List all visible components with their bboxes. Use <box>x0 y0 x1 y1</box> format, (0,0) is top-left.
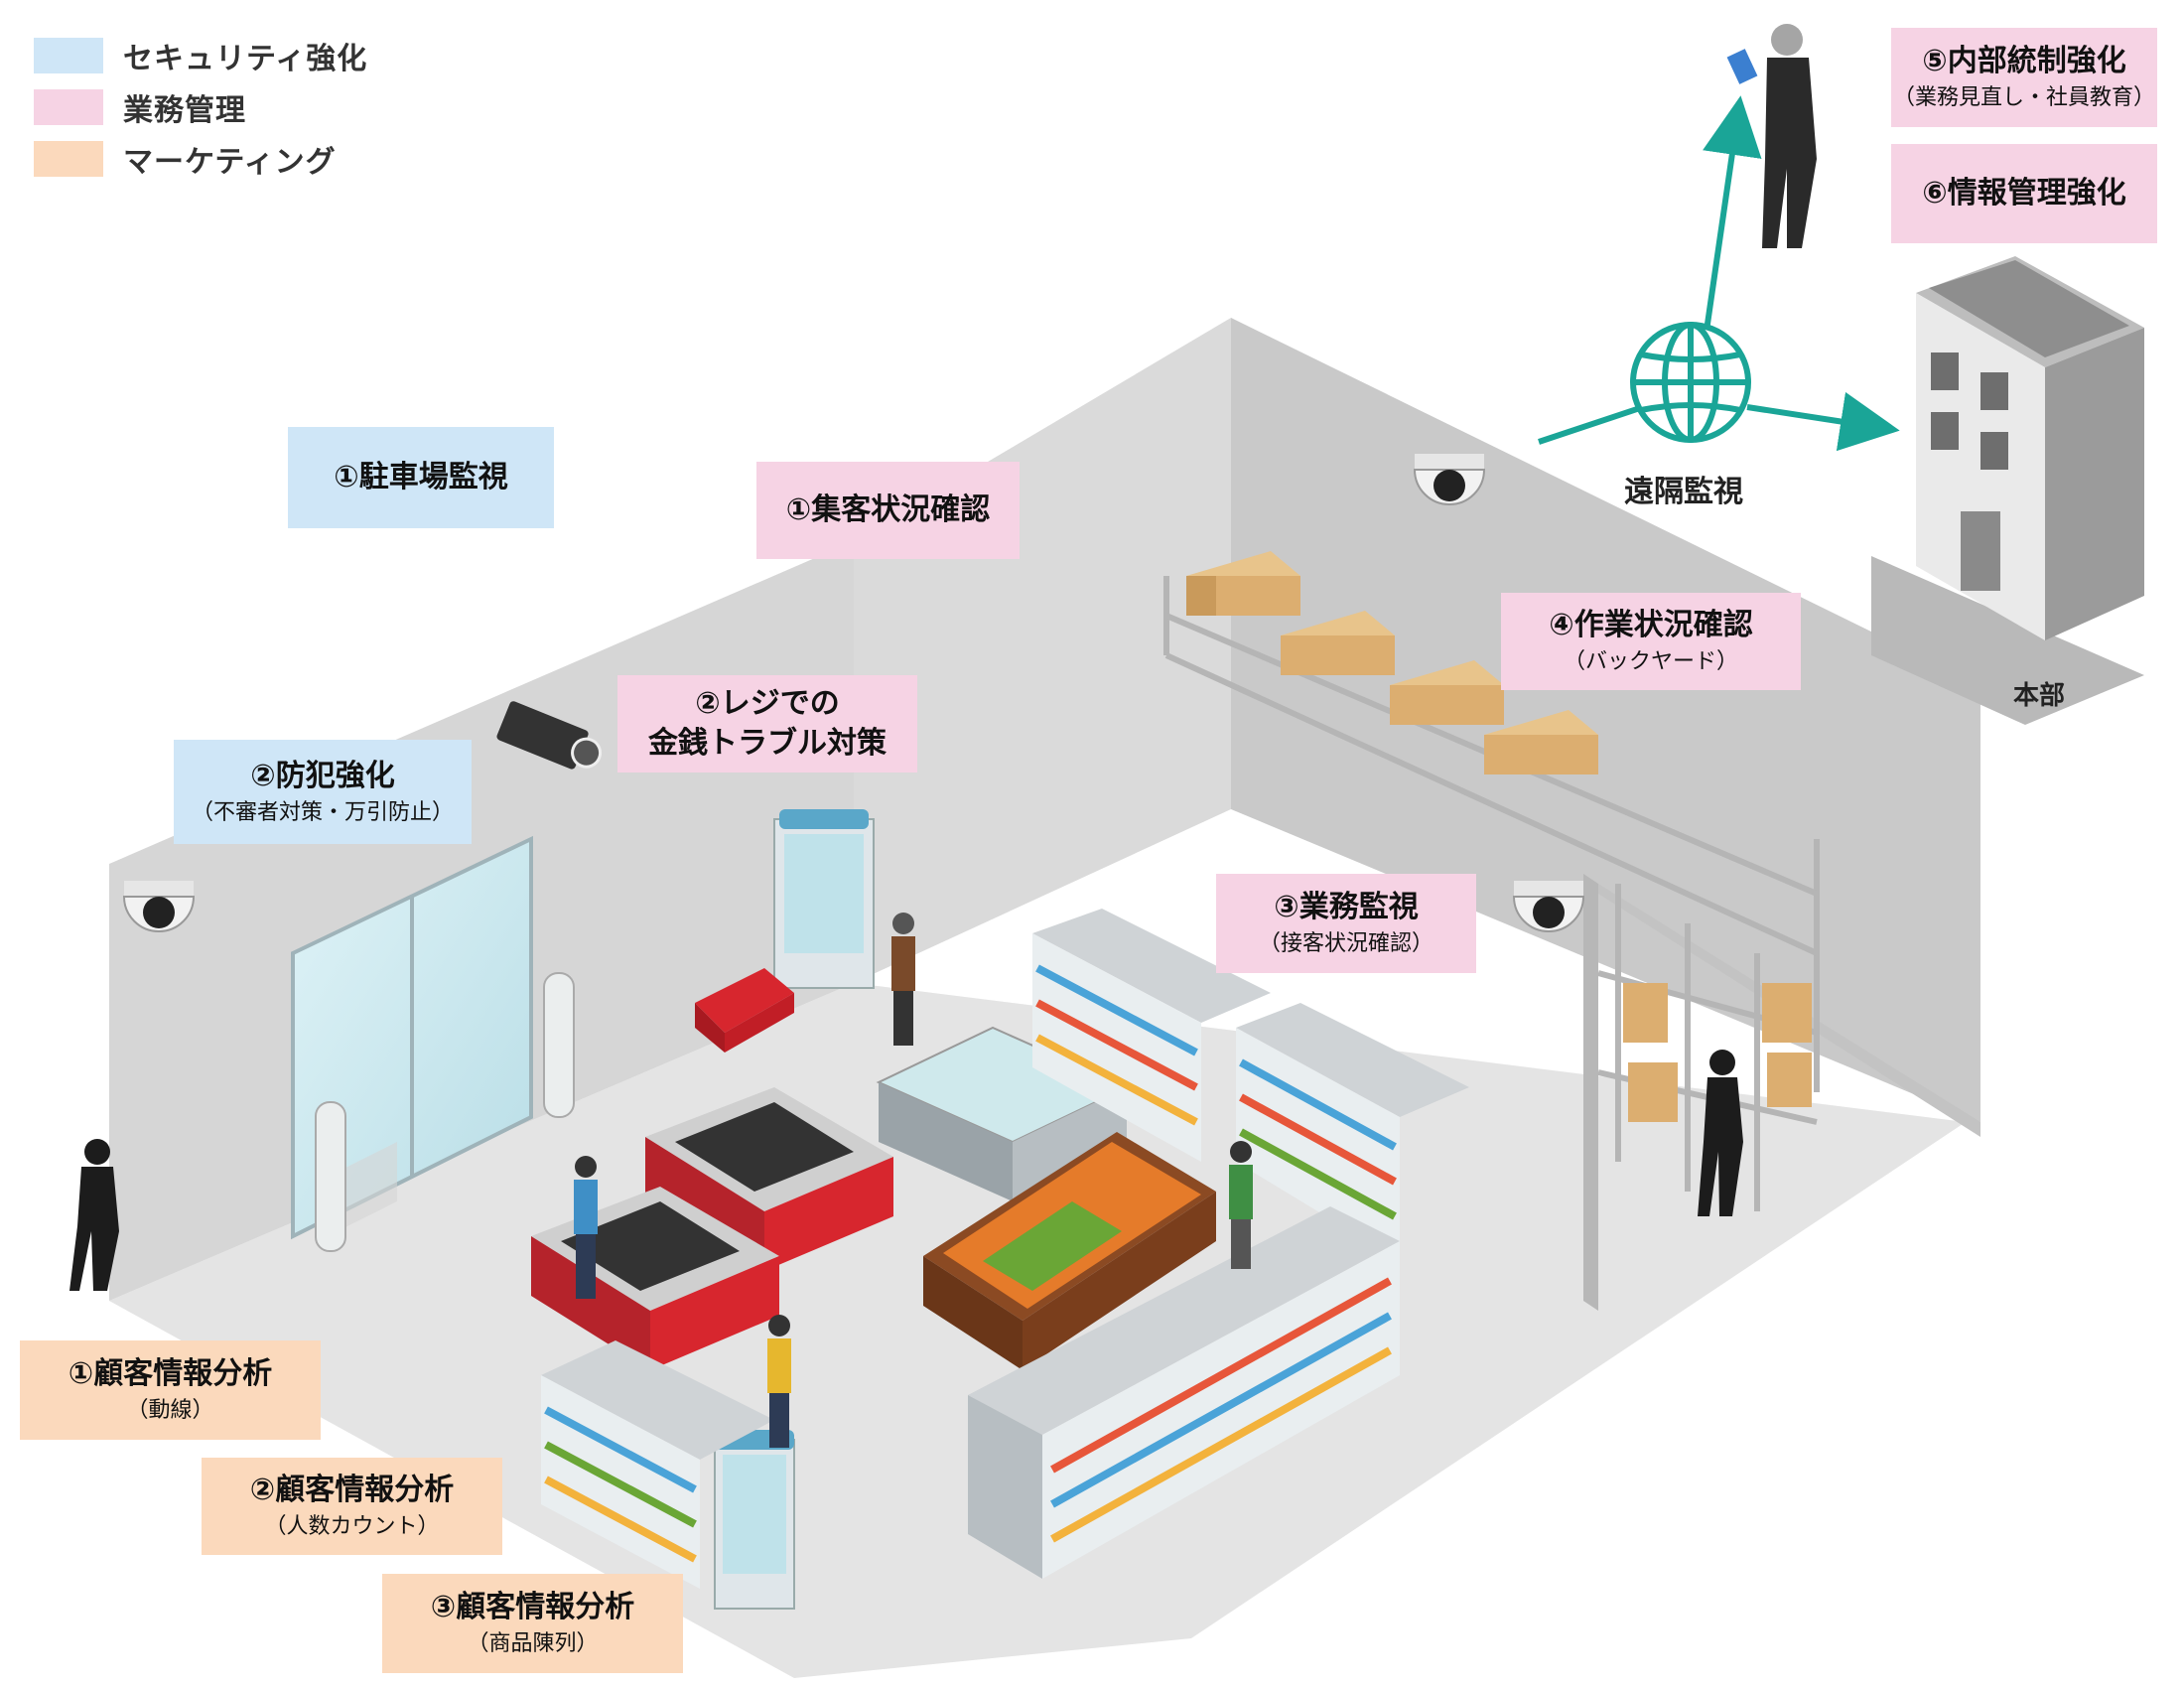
note-subtitle: （不審者対策・万引防止） <box>191 799 454 825</box>
note-customer-analysis-flow: ①顧客情報分析 （動線） <box>20 1340 321 1440</box>
dome-camera-icon <box>122 881 196 932</box>
back-wall <box>854 318 1231 983</box>
note-register-trouble: ②レジでの 金銭トラブル対策 <box>617 675 917 773</box>
person-icon <box>69 1139 119 1291</box>
product-shelf <box>541 1340 774 1589</box>
right-wall <box>1231 318 1980 1122</box>
note-title: ⑥情報管理強化 <box>1922 176 2126 211</box>
note-title: ④作業状況確認 <box>1549 608 1753 642</box>
note-subtitle: （接客状況確認） <box>1258 931 1433 956</box>
note-parking-surveillance: ①駐車場監視 <box>288 427 554 528</box>
legend-item-operations: 業務管理 <box>34 81 367 133</box>
person-icon <box>574 1156 598 1299</box>
note-subtitle: （業務見直し・社員教育） <box>1892 85 2155 110</box>
note-information-management: ⑥情報管理強化 <box>1891 144 2157 243</box>
person-icon <box>1726 24 1817 248</box>
legend-swatch-security <box>34 38 103 73</box>
person-icon <box>891 913 915 1046</box>
person-icon <box>1229 1141 1253 1269</box>
box-camera-icon <box>496 701 603 770</box>
globe-icon <box>1630 322 1751 443</box>
note-title: ③業務監視 <box>1274 890 1419 924</box>
product-shelf <box>1032 909 1271 1162</box>
dome-camera-icon <box>1512 881 1585 932</box>
legend-item-marketing: マーケティング <box>34 133 367 185</box>
legend-item-security: セキュリティ強化 <box>34 30 367 81</box>
person-icon <box>767 1315 791 1448</box>
person-icon <box>1698 1050 1743 1216</box>
freezer <box>876 1026 1130 1201</box>
legend-swatch-operations <box>34 89 103 125</box>
refrigerator <box>714 1430 795 1610</box>
note-title: ②顧客情報分析 <box>249 1473 455 1507</box>
legend-swatch-marketing <box>34 141 103 177</box>
note-title: ③顧客情報分析 <box>430 1590 635 1624</box>
note-subtitle: （動線） <box>126 1398 214 1423</box>
arrow-to-manager <box>1703 95 1762 339</box>
note-title: ①集客状況確認 <box>785 492 991 527</box>
note-customer-analysis-count: ②顧客情報分析 （人数カウント） <box>202 1458 502 1555</box>
building-icon <box>1871 256 2144 725</box>
legend-label: セキュリティ強化 <box>123 42 368 76</box>
checkout-counter <box>645 1087 893 1271</box>
note-title: ⑤内部統制強化 <box>1922 44 2126 78</box>
note-title: ①顧客情報分析 <box>68 1356 273 1391</box>
arrow-to-hq <box>1746 391 1900 452</box>
note-subtitle: （バックヤード） <box>1563 649 1738 674</box>
produce-stand <box>923 1132 1216 1370</box>
note-internal-control: ⑤内部統制強化 （業務見直し・社員教育） <box>1891 28 2157 127</box>
note-crime-prevention: ②防犯強化 （不審者対策・万引防止） <box>174 740 472 844</box>
refrigerator <box>773 809 875 989</box>
note-work-status: ④作業状況確認 （バックヤード） <box>1501 593 1801 690</box>
remote-monitoring-label: 遠隔監視 <box>1624 475 1743 509</box>
note-title: ②防犯強化 <box>250 758 395 793</box>
legend-label: 業務管理 <box>123 93 246 128</box>
note-subtitle: （商品陳列） <box>467 1631 599 1656</box>
shopping-baskets <box>695 968 794 1053</box>
note-visitor-check: ①集客状況確認 <box>756 462 1020 559</box>
product-shelf <box>1236 1003 1469 1261</box>
product-shelf <box>968 1206 1400 1579</box>
note-title-line2: 金銭トラブル対策 <box>648 726 887 761</box>
cardboard-boxes <box>1186 551 1812 1122</box>
note-customer-analysis-display: ③顧客情報分析 （商品陳列） <box>382 1574 683 1673</box>
note-subtitle: （人数カウント） <box>264 1514 440 1539</box>
security-gate <box>315 972 575 1252</box>
note-title: ②レジでの <box>695 686 840 721</box>
note-operations-monitoring: ③業務監視 （接客状況確認） <box>1216 874 1476 973</box>
headquarters-label: 本部 <box>2013 681 2066 711</box>
legend: セキュリティ強化 業務管理 マーケティング <box>34 30 367 185</box>
note-title: ①駐車場監視 <box>334 460 508 494</box>
dome-camera-icon <box>1413 454 1486 505</box>
legend-label: マーケティング <box>123 145 337 180</box>
backyard-partition <box>1583 874 1598 1311</box>
